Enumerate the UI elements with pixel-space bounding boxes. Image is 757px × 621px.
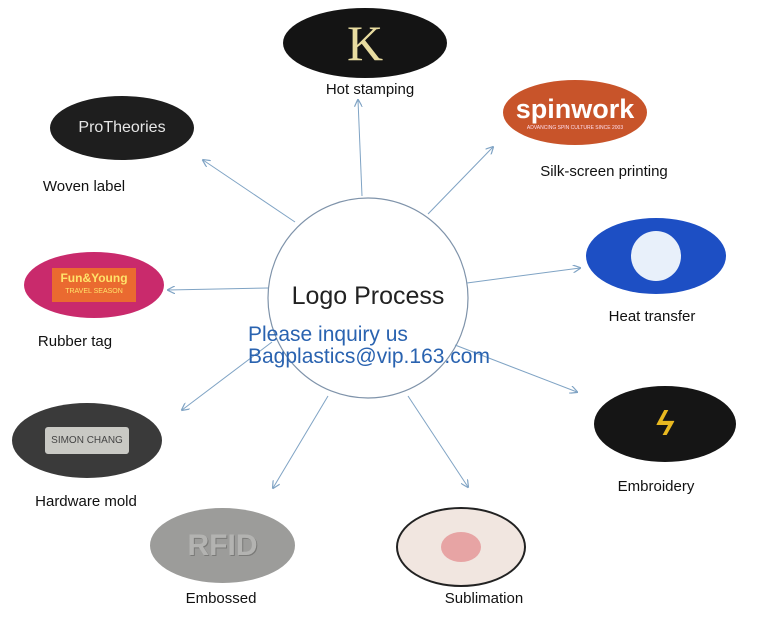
embossed-image: RFID xyxy=(150,508,295,583)
inquiry-text: Please inquiry us xyxy=(248,323,408,346)
embroidery-image: ϟ xyxy=(594,386,736,462)
label-rubber-tag: Rubber tag xyxy=(37,333,113,350)
arrow-hardware-mold xyxy=(182,341,273,410)
sublimation-image xyxy=(396,507,526,587)
hardware-mold-image: SIMON CHANG xyxy=(12,403,162,478)
arrow-rubber-tag xyxy=(168,288,269,290)
rubber-tag-image: Fun&Young TRAVEL SEASON xyxy=(24,252,164,318)
floral-pattern xyxy=(441,532,481,562)
contact-text: Please inquiry us Bagplastics@vip.163.co… xyxy=(248,324,490,368)
arrow-sublimation xyxy=(407,395,468,487)
email-text[interactable]: Bagplastics@vip.163.com xyxy=(248,345,490,368)
label-embossed: Embossed xyxy=(185,590,257,607)
arrow-embroidery xyxy=(454,344,577,392)
label-heat-transfer: Heat transfer xyxy=(608,308,696,325)
hot-stamping-image: K xyxy=(283,8,447,78)
label-sublimation: Sublimation xyxy=(444,590,524,607)
woven-label-image: ProTheories xyxy=(50,96,194,160)
label-silk-screen-printing: Silk-screen printing xyxy=(540,163,668,180)
embroidery-logo: ϟ xyxy=(656,404,674,443)
heat-transfer-image xyxy=(586,218,726,294)
arrow-heat-transfer xyxy=(466,268,580,284)
arrow-silk-screen xyxy=(427,147,493,215)
label-hot-stamping: Hot stamping xyxy=(325,81,415,98)
alpaca-graphic xyxy=(631,231,681,281)
label-woven-label: Woven label xyxy=(42,178,126,195)
label-hardware-mold: Hardware mold xyxy=(35,493,137,510)
silk-screen-image: spinwork ADVANCING SPIN CULTURE SINCE 20… xyxy=(503,80,647,145)
center-circle xyxy=(267,197,469,399)
arrow-hot-stamping xyxy=(358,100,363,197)
arrow-woven-label xyxy=(203,160,296,223)
label-embroidery: Embroidery xyxy=(617,478,695,495)
center-title: Logo Process xyxy=(291,282,445,310)
arrow-embossed xyxy=(273,395,329,488)
